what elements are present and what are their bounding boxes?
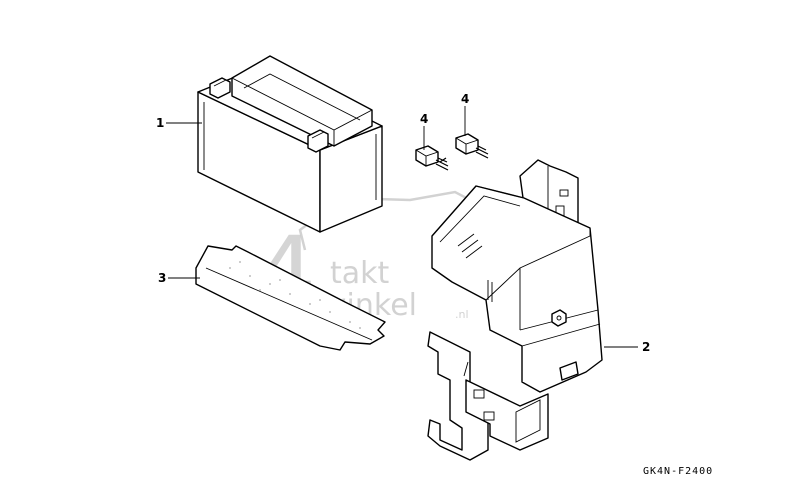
callout-battery-pad: 3 — [158, 271, 166, 285]
battery-drawing — [197, 55, 383, 233]
watermark-word-takt: takt — [330, 256, 390, 291]
leader-lines — [166, 106, 638, 348]
callout-bolt-right: 4 — [461, 92, 469, 106]
bolt-drawing-left — [415, 145, 449, 171]
bolt-drawing-right — [455, 133, 489, 159]
callout-bolt-left: 4 — [420, 112, 428, 126]
watermark-suffix: .nl — [455, 308, 469, 321]
battery-box-drawing — [427, 159, 603, 461]
callout-battery-box: 2 — [642, 340, 650, 354]
diagram-code: GK4N-F2400 — [643, 466, 713, 477]
callout-battery: 1 — [156, 116, 164, 130]
battery-pad-drawing — [195, 245, 386, 351]
